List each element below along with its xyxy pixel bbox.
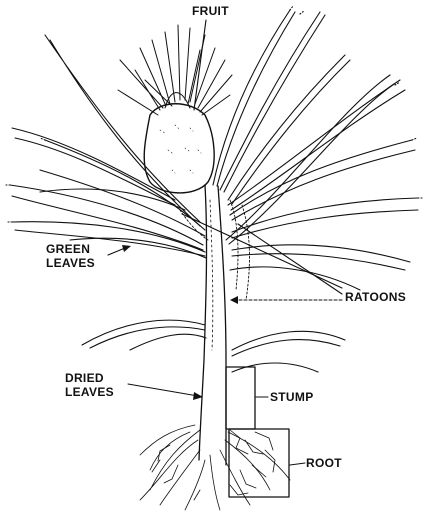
fruit-crown [118, 25, 232, 115]
green-leaves [5, 6, 423, 372]
green-leaves-label-line1: GREEN [46, 242, 90, 256]
fruit-label: FRUIT [192, 4, 229, 18]
ratoons-leader-middle [238, 224, 342, 294]
ratoons-label: RATOONS [345, 290, 406, 304]
stump-box [226, 367, 255, 429]
stump-label: STUMP [270, 390, 314, 404]
arrowheads [122, 245, 238, 400]
fruit [144, 104, 214, 193]
green-leaves-arrowhead [122, 245, 131, 252]
green-leaves-leader [108, 248, 125, 255]
root-label: ROOT [306, 456, 342, 470]
green-leaves-label-line2: LEAVES [46, 256, 95, 270]
root-leader [290, 463, 305, 465]
ratoons-arrowhead [230, 296, 238, 304]
root-box [229, 429, 289, 497]
dried-leaves-label-line2: LEAVES [65, 385, 114, 399]
dried-leaves-label-line1: DRIED [65, 371, 104, 385]
ratoons [180, 200, 249, 300]
dried-leaves-leader [128, 384, 198, 396]
